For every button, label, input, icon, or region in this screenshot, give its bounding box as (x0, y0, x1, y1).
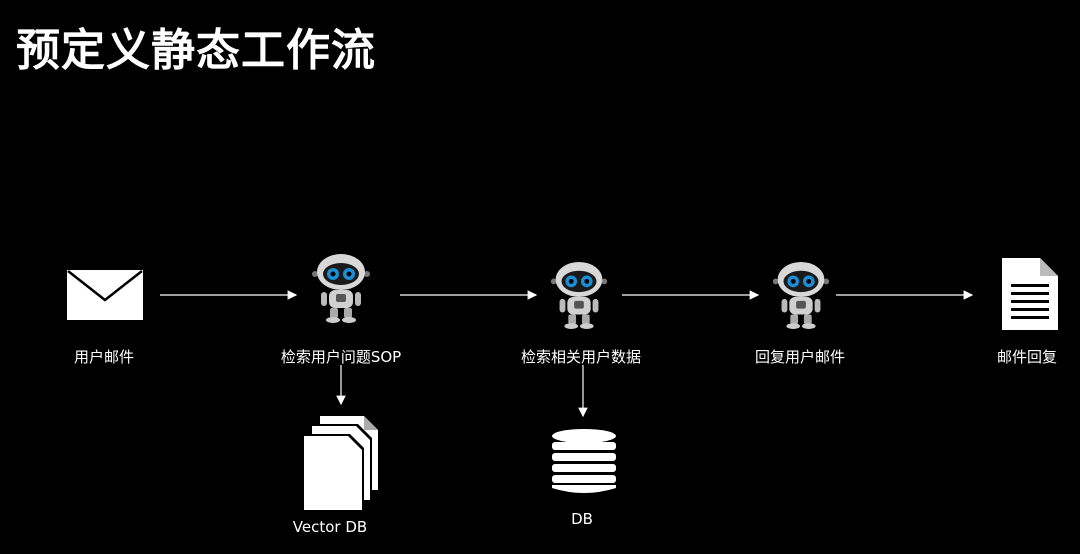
robot-icon (550, 260, 608, 330)
database-icon (551, 428, 617, 494)
vectordb-node (304, 410, 380, 514)
reply-label: 回复用户邮件 (755, 346, 845, 367)
robot-icon (312, 252, 370, 324)
data-label: 检索相关用户数据 (521, 346, 641, 367)
email-label: 用户邮件 (74, 346, 134, 367)
email-node (67, 270, 143, 324)
reply-node (772, 260, 830, 334)
data-node (550, 260, 608, 334)
document-icon (1002, 258, 1058, 330)
sop-node (312, 252, 370, 328)
robot-icon (772, 260, 830, 330)
envelope-icon (67, 270, 143, 320)
output-label: 邮件回复 (997, 346, 1057, 367)
sop-label: 检索用户问题SOP (281, 346, 401, 367)
document-stack-icon (304, 410, 380, 510)
output-node (1002, 258, 1058, 334)
db-label: DB (571, 510, 593, 528)
vectordb-label: Vector DB (293, 518, 367, 536)
db-node (551, 428, 617, 498)
